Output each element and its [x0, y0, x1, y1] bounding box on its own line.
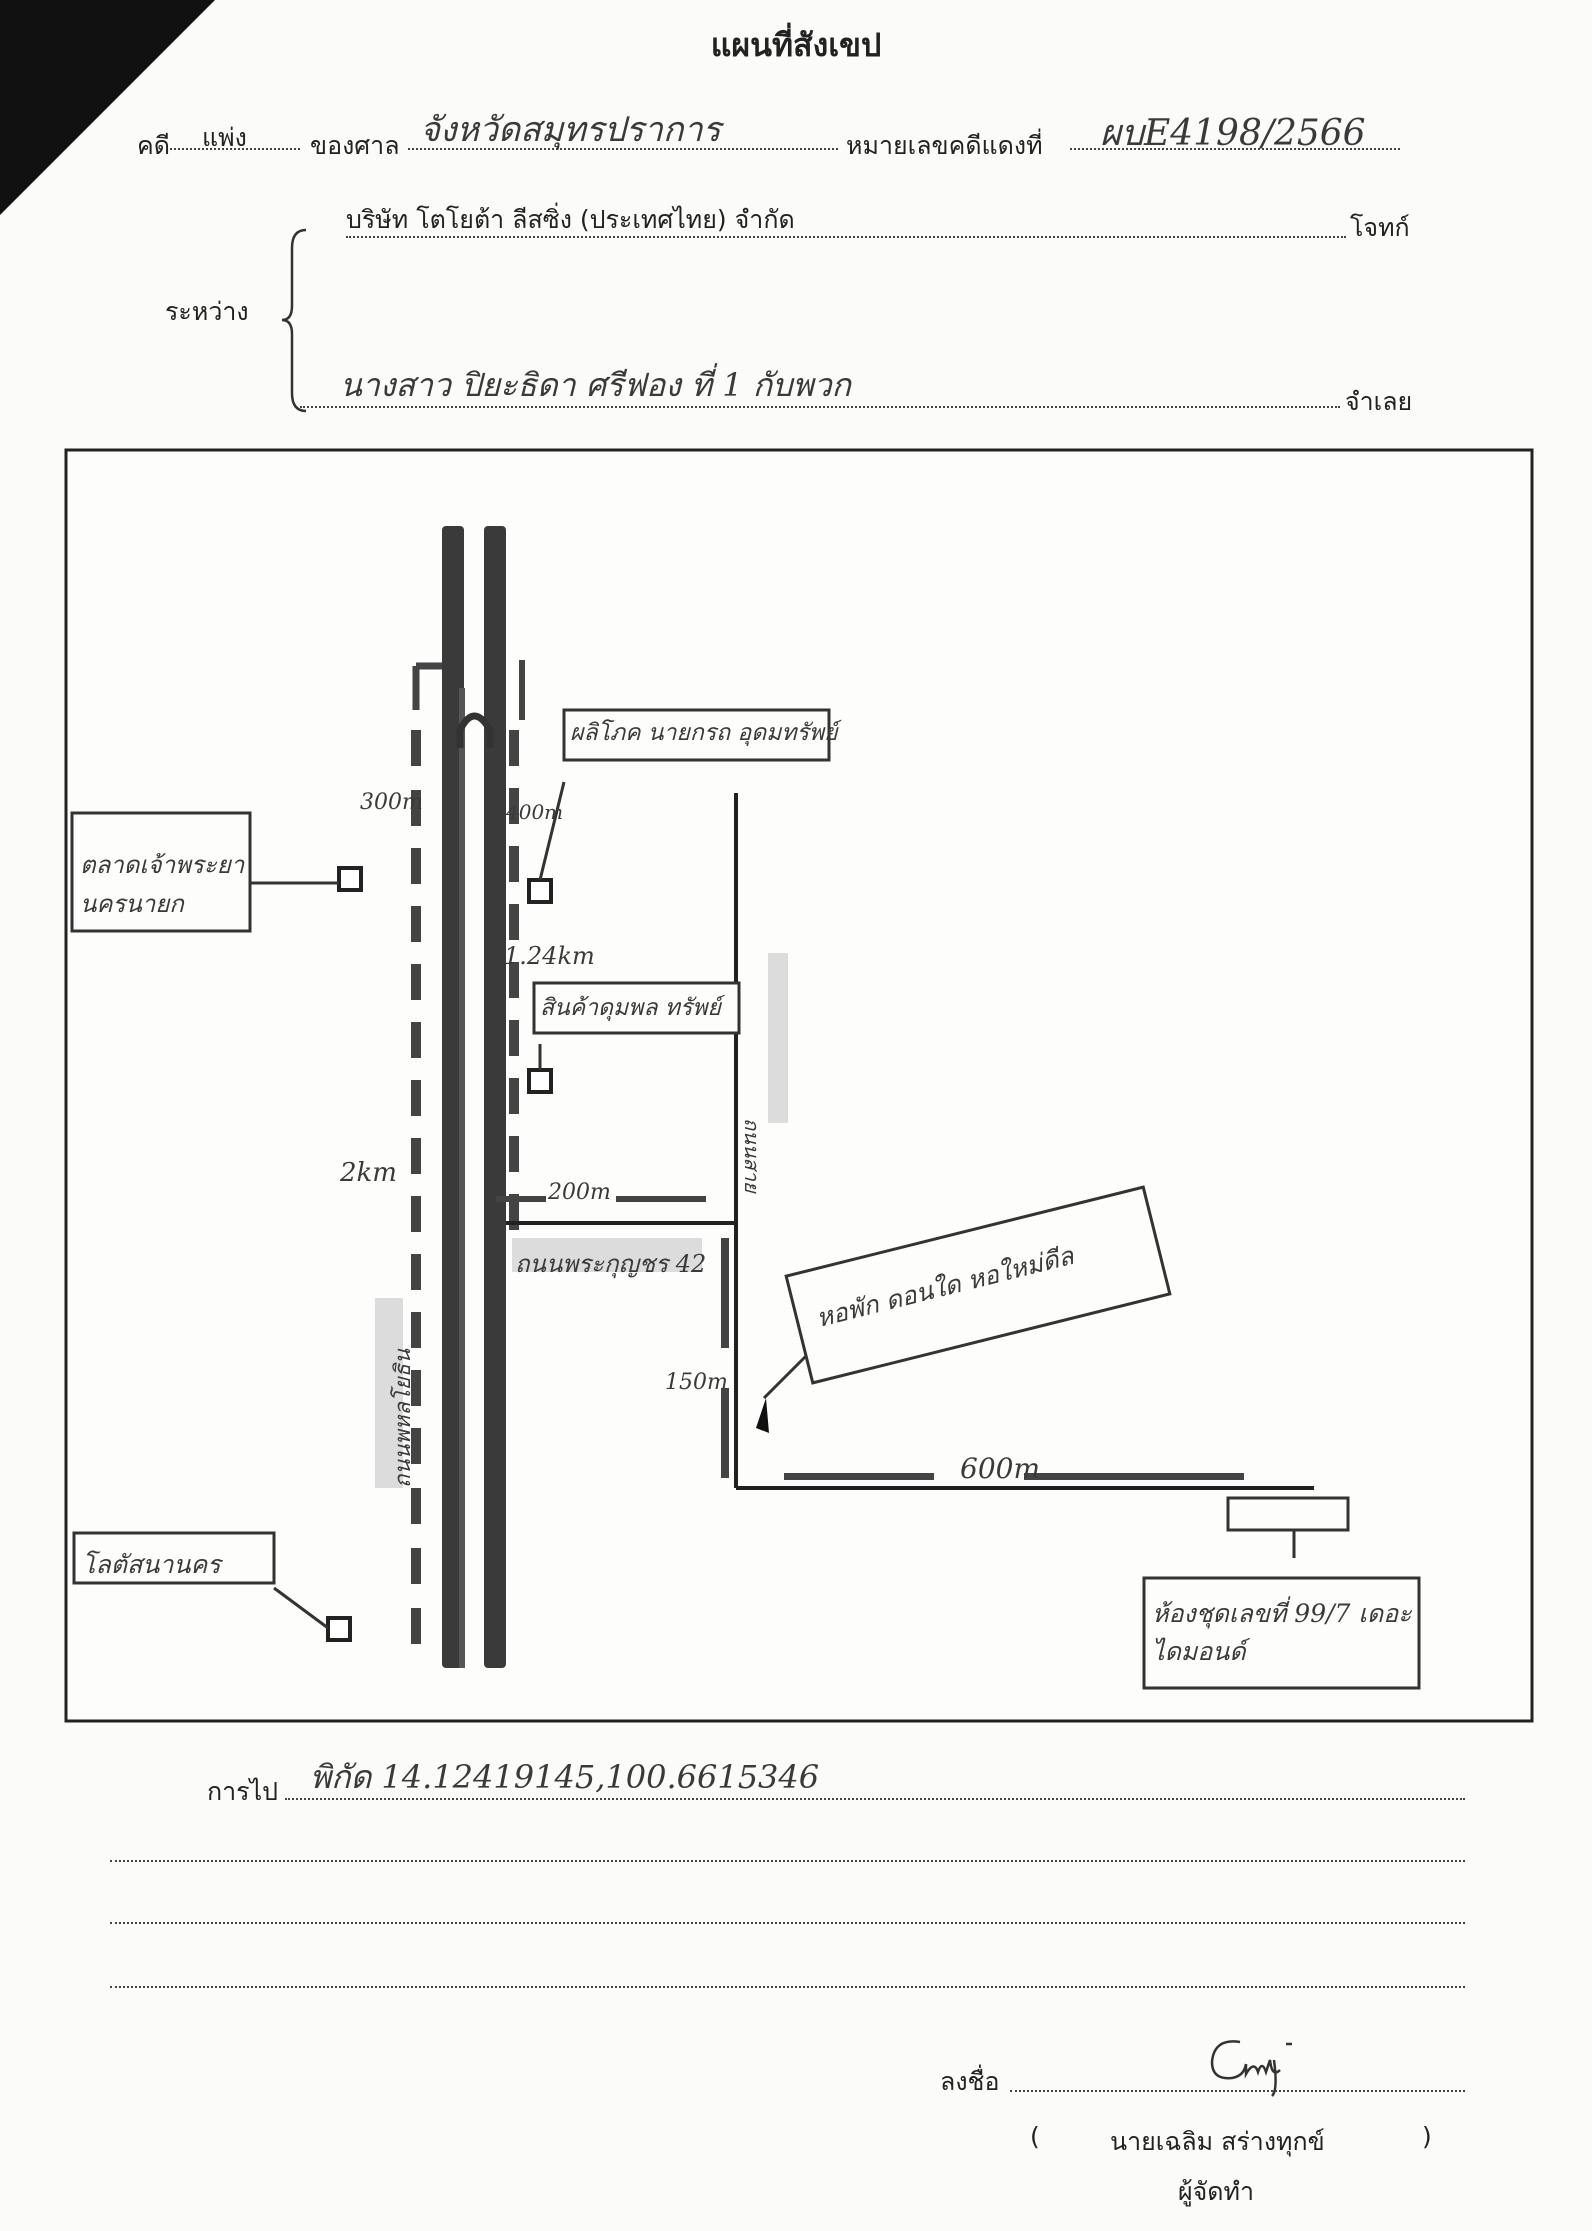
red-no-label: หมายเลขคดีแดงที่ [846, 131, 1043, 160]
plaintiff-name: บริษัท โตโยต้า ลีสซิ่ง (ประเทศไทย) จำกัด [346, 205, 795, 234]
soi-road-label: ถนนพระกุญชร 42 [515, 1250, 707, 1278]
sign-open-paren: ( [1030, 2122, 1040, 2151]
distance-400m: 400m [506, 800, 564, 824]
travel-line-3 [110, 1922, 1465, 1924]
scan-corner-shadow [0, 0, 215, 215]
case-label: คดี [137, 131, 170, 160]
page-title: แผนที่สังเขป [710, 26, 882, 64]
road-dashes [496, 1196, 1244, 1480]
signature-mark [1210, 2040, 1292, 2097]
label-boxes [70, 708, 1421, 1690]
target-marker [756, 1398, 769, 1433]
u-turn [456, 712, 494, 748]
signer-name: นายเฉลิม สร่างทุกข์ [1110, 2127, 1325, 2156]
case-type-line [170, 148, 300, 150]
court-name: จังหวัดสมุทรปราการ [420, 110, 721, 150]
red-no-line [1070, 148, 1400, 150]
sketch-map [64, 448, 1534, 1723]
main-road [442, 526, 506, 1668]
travel-line-2 [110, 1860, 1465, 1862]
distance-150m: 150m [665, 1370, 728, 1395]
plaintiff-role: โจทก์ [1350, 213, 1410, 242]
sign-line [1010, 2090, 1465, 2092]
road-label-strip [768, 953, 788, 1123]
destination-label: ห้องชุดเลขที่ 99/7 เดอะไดมอนด์ [1152, 1599, 1412, 1666]
plaintiff-line [346, 236, 1346, 238]
case-type: แพ่ง [202, 123, 247, 152]
frontage-road-left [411, 662, 442, 1644]
distance-300m: 300m [360, 790, 423, 815]
landmark-top-left: ตลาดเจ้าพระยา นครนายก [80, 851, 245, 918]
sign-label: ลงชื่อ [940, 2067, 1000, 2096]
court-name-line [408, 148, 838, 150]
distance-2km: 2km [340, 1158, 397, 1188]
defendant-role: จำเลย [1345, 387, 1413, 416]
travel-label: การไป [207, 1777, 279, 1806]
main-road-label-strip [375, 1298, 403, 1488]
defendant-name: นางสาว ปิยะธิดา ศรีฟอง ที่ 1 กับพวก [340, 366, 851, 404]
side-road [506, 793, 1314, 1490]
side-road-label: ถนนสาย [740, 1118, 764, 1193]
red-no-value: ผบE4198/2566 [1100, 113, 1366, 154]
distance-1-24km: 1.24km [504, 942, 595, 970]
between-label: ระหว่าง [165, 297, 249, 326]
defendant-line [300, 406, 1340, 408]
distance-600m: 600m [960, 1452, 1040, 1485]
frontage-road-right [509, 660, 525, 1230]
soi-label-strip [512, 1238, 702, 1272]
landmark-bottom-left: โลตัสนานคร [82, 1550, 221, 1579]
travel-line-4 [110, 1986, 1465, 1988]
sign-close-paren: ) [1422, 2122, 1432, 2151]
travel-value: พิกัด 14.12419145,100.6615346 [310, 1758, 820, 1796]
signer-role: ผู้จัดทำ [1178, 2177, 1255, 2206]
party-brace [281, 228, 307, 413]
landmark-top-right: ผลิโภค นายกรถ อุดมทรัพย์ [570, 720, 838, 746]
distance-200m: 200m [548, 1180, 611, 1205]
travel-line-1 [285, 1798, 1465, 1800]
main-road-label: ถนนพหลโยธิน [391, 1348, 416, 1488]
court-label: ของศาล [310, 131, 400, 160]
landmark-middle: สินค้าดุมพล ทรัพย์ [540, 995, 721, 1021]
